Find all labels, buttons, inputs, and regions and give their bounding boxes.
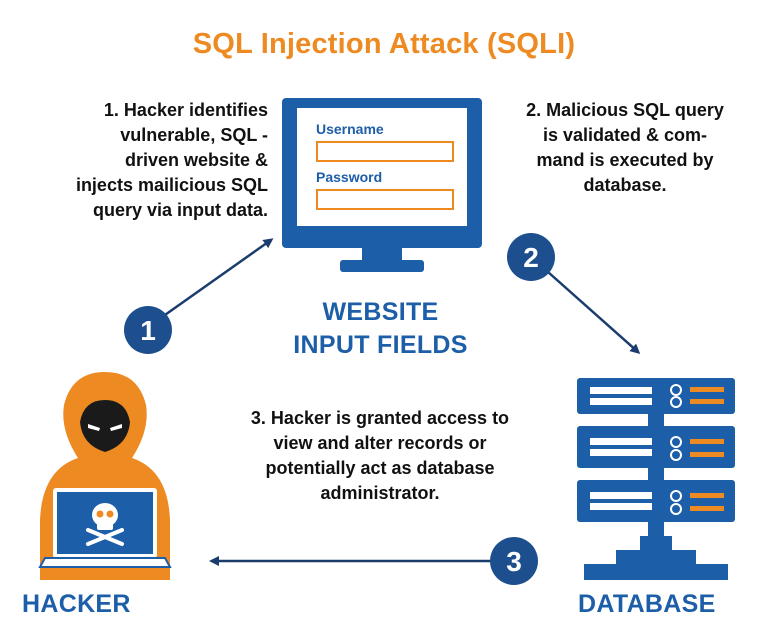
step-2-line: is validated & com- (542, 125, 708, 145)
step-1-text: 1. Hacker identifies vulnerable, SQL - d… (18, 98, 268, 223)
badge-1: 1 (124, 306, 172, 354)
step-1-line: vulnerable, SQL - (120, 125, 268, 145)
username-input[interactable] (316, 141, 454, 162)
hacker-label: HACKER (22, 590, 131, 618)
username-label: Username (316, 121, 384, 137)
step-3-line: 3. Hacker is granted access to (250, 408, 510, 428)
password-input[interactable] (316, 189, 454, 210)
step-3-line: potentially act as database (265, 458, 495, 478)
step-1-line: injects mailicious SQL (75, 175, 268, 195)
step-2-text: 2. Malicious SQL query is validated & co… (500, 98, 750, 198)
database-server-icon (577, 378, 735, 580)
step-2-line: mand is executed by (536, 150, 714, 170)
diagram-title: SQL Injection Attack (SQLI) (192, 28, 576, 60)
step-1-line: 1. Hacker identifies (103, 100, 268, 120)
website-input-fields-label: WEBSITE INPUT FIELDS (268, 296, 493, 362)
step-3-line: administrator. (320, 483, 440, 503)
badge-2-label: 2 (523, 242, 539, 273)
step-3-line: view and alter records or (273, 433, 487, 453)
website-label-line: INPUT FIELDS (293, 331, 468, 359)
badge-2: 2 (507, 233, 555, 281)
step-3-text: 3. Hacker is granted access to view and … (215, 406, 545, 506)
step-1-line: query via input data. (92, 200, 268, 220)
arrow-website-to-database (547, 271, 641, 354)
badge-1-label: 1 (140, 315, 156, 346)
arrow-hacker-to-website (154, 238, 274, 324)
database-label: DATABASE (578, 590, 716, 618)
badge-3-label: 3 (506, 546, 522, 577)
skull-icon (86, 503, 124, 546)
hacker-icon (38, 372, 172, 580)
website-label-line: WEBSITE (322, 298, 439, 326)
password-label: Password (316, 169, 383, 185)
badge-3: 3 (490, 537, 538, 585)
step-1-line: driven website & (124, 150, 268, 170)
step-2-line: database. (583, 175, 667, 195)
step-2-line: 2. Malicious SQL query (526, 100, 724, 120)
